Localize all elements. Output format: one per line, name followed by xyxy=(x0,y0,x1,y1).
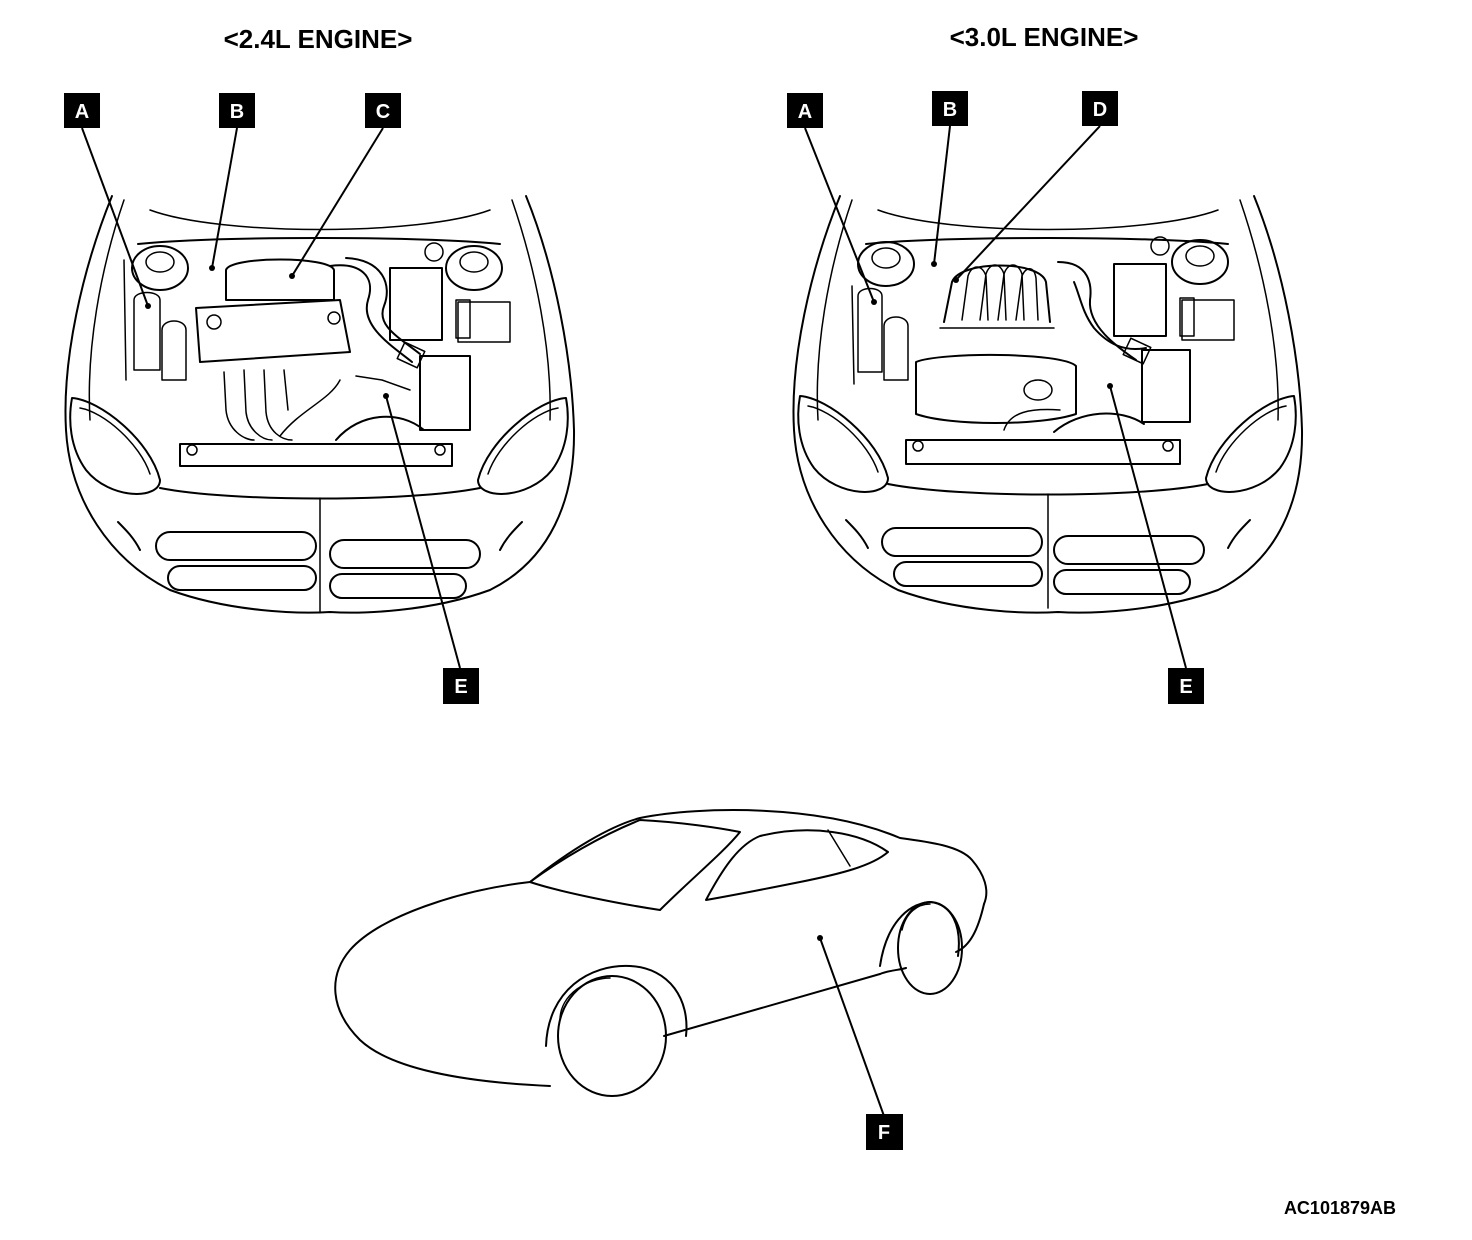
leaders-3-0l xyxy=(804,125,1187,669)
left-view-title: <2.4L ENGINE> xyxy=(224,24,413,54)
right-view-title: <3.0L ENGINE> xyxy=(950,22,1139,52)
tag-e-2-4l: E xyxy=(443,668,479,704)
tag-a-3-0l: A xyxy=(787,93,823,128)
tag-d-3-0l: D xyxy=(1082,91,1118,126)
engine-bay-3-0l xyxy=(792,195,1304,614)
tag-e-3-0l-label: E xyxy=(1179,676,1192,698)
tag-f: F xyxy=(866,1114,903,1150)
figure-code: AC101879AB xyxy=(1284,1198,1396,1218)
tag-a-2-4l: A xyxy=(64,93,100,128)
vehicle-side-view xyxy=(334,809,988,1097)
tag-b-2-4l: B xyxy=(219,93,255,128)
tag-a-3-0l-label: A xyxy=(798,101,812,123)
tag-b-3-0l-label: B xyxy=(943,99,957,121)
leader-f xyxy=(817,935,885,1117)
tag-e-2-4l-label: E xyxy=(454,676,467,698)
tag-f-label: F xyxy=(878,1122,890,1144)
tag-a-2-4l-label: A xyxy=(75,101,89,123)
leaders-2-4l xyxy=(81,127,461,669)
tag-c-2-4l: C xyxy=(365,93,401,128)
engine-bay-2-4l xyxy=(64,195,576,614)
tag-b-2-4l-label: B xyxy=(230,101,244,123)
tag-b-3-0l: B xyxy=(932,91,968,126)
tag-e-3-0l: E xyxy=(1168,668,1204,704)
tag-d-3-0l-label: D xyxy=(1093,99,1107,121)
tag-c-2-4l-label: C xyxy=(376,101,390,123)
